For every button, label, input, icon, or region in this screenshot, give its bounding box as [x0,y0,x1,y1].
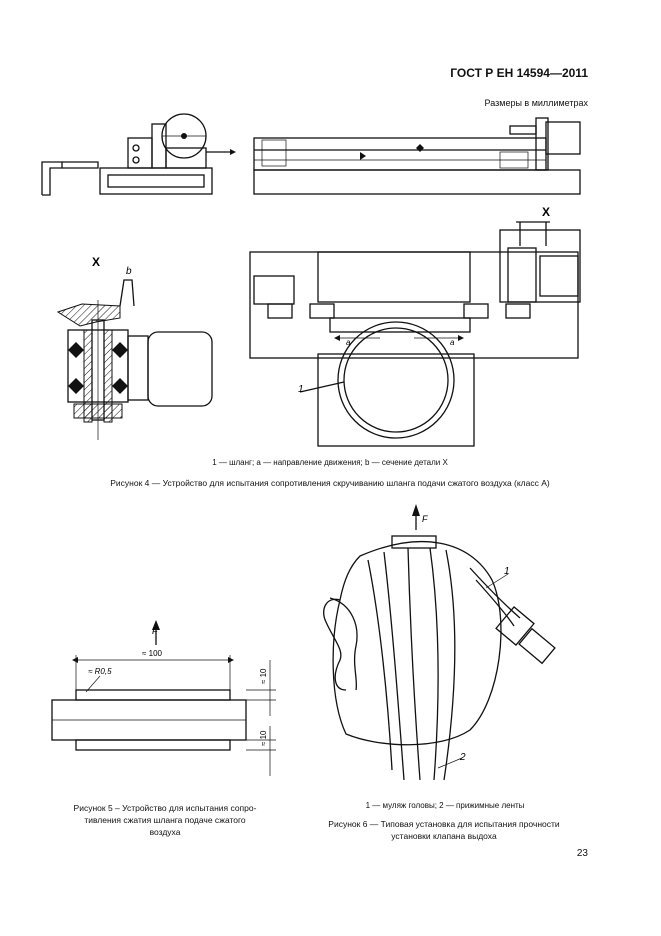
fig5-drawing [51,620,276,776]
fig4-top-view [253,117,581,195]
figure-4-legend: 1 — шланг; a — направление движения; b —… [212,458,448,467]
figure-6-caption: Рисунок 6 — Типовая установка для испыта… [296,818,592,842]
figure-6-legend: 1 — муляж головы; 2 — прижимные ленты [365,801,525,810]
fig4-section-label: X [92,255,100,269]
fig5-height-dim-top: ≈ 10 [259,668,268,684]
figure-5-caption-line: тивления сжатия шланга подаче сжатого [84,815,246,825]
fig5-radius-dim: ≈ R0,5 [88,667,112,676]
fig4-view-x-label: X [542,205,550,219]
fig4-dir-a-right: a [450,338,455,347]
page-number: 23 [576,848,588,859]
figure-6-caption-line: Рисунок 6 — Типовая установка для испыта… [328,819,560,829]
fig5-length-dim: ≈ 100 [142,649,163,658]
figure-5-caption-line: воздуха [149,827,181,837]
figure-5-caption-line: Рисунок 5 – Устройство для испытания соп… [73,803,257,813]
fig4-section-x [56,279,213,440]
fig4-item1-label: 1 [298,384,304,395]
figure-5-caption: Рисунок 5 – Устройство для испытания соп… [40,802,290,838]
fig4-side-view [41,113,236,196]
fig5-force-label: F [152,626,158,636]
fig6-force-label: F [422,514,428,524]
fig6-drawing [323,504,556,781]
fig6-item2-label: 2 [459,752,466,763]
fig6-item1-label: 1 [504,566,510,577]
fig4-main-assembly [249,221,581,447]
fig4-detail-label: b [126,266,132,277]
fig4-dir-a-left: a [346,338,351,347]
figure-6-caption-line: установки клапана выдоха [391,831,497,841]
units-note: Размеры в миллиметрах [484,98,588,108]
fig5-height-dim-bottom: ≈ 10 [259,730,268,746]
figure-4-caption: Рисунок 4 — Устройство для испытания соп… [110,478,550,488]
document-standard-id: ГОСТ Р ЕН 14594—2011 [450,66,588,80]
